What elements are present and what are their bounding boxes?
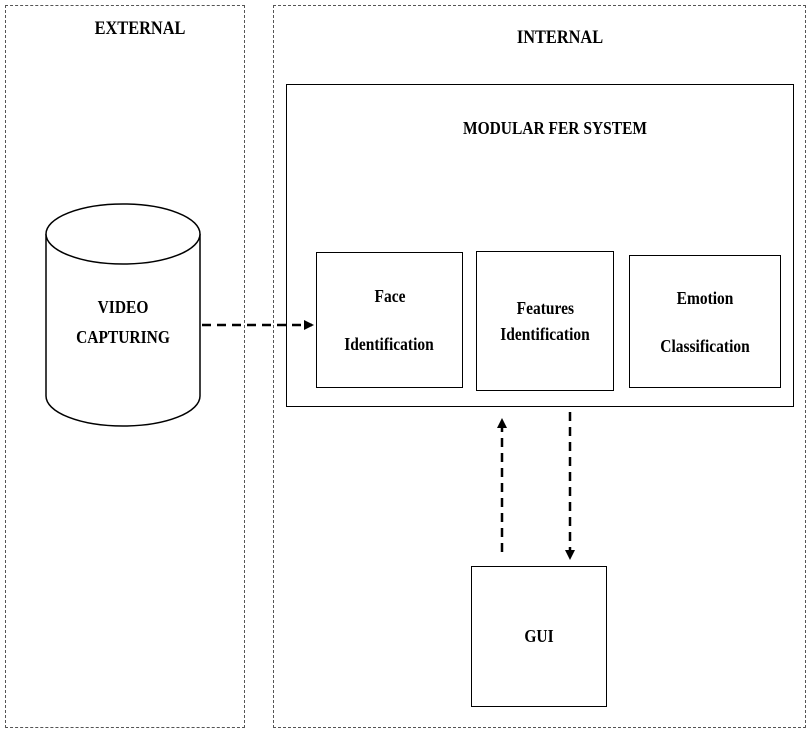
video-capturing-line2: CAPTURING — [76, 327, 170, 347]
gui-box: GUI — [471, 566, 607, 707]
internal-panel — [273, 5, 806, 728]
internal-title: INTERNAL — [516, 27, 604, 48]
emotion-classification-box: Emotion Classification — [629, 255, 781, 388]
video-capturing-label: VIDEO CAPTURING — [47, 292, 199, 352]
gui-label: GUI — [524, 626, 554, 646]
face-identification-line2: Identification — [344, 334, 435, 354]
face-identification-line1: Face — [374, 286, 405, 306]
face-identification-box: Face Identification — [316, 252, 463, 388]
video-capturing-line1: VIDEO — [97, 297, 149, 317]
features-identification-line1: Features — [516, 298, 574, 318]
external-title: EXTERNAL — [94, 18, 186, 39]
external-panel — [5, 5, 245, 728]
features-identification-line2: Identification — [500, 324, 590, 344]
emotion-classification-line2: Classification — [660, 335, 750, 356]
features-identification-box: Features Identification — [476, 251, 614, 391]
emotion-classification-line1: Emotion — [676, 287, 734, 308]
fer-system-title: MODULAR FER SYSTEM — [462, 118, 648, 138]
